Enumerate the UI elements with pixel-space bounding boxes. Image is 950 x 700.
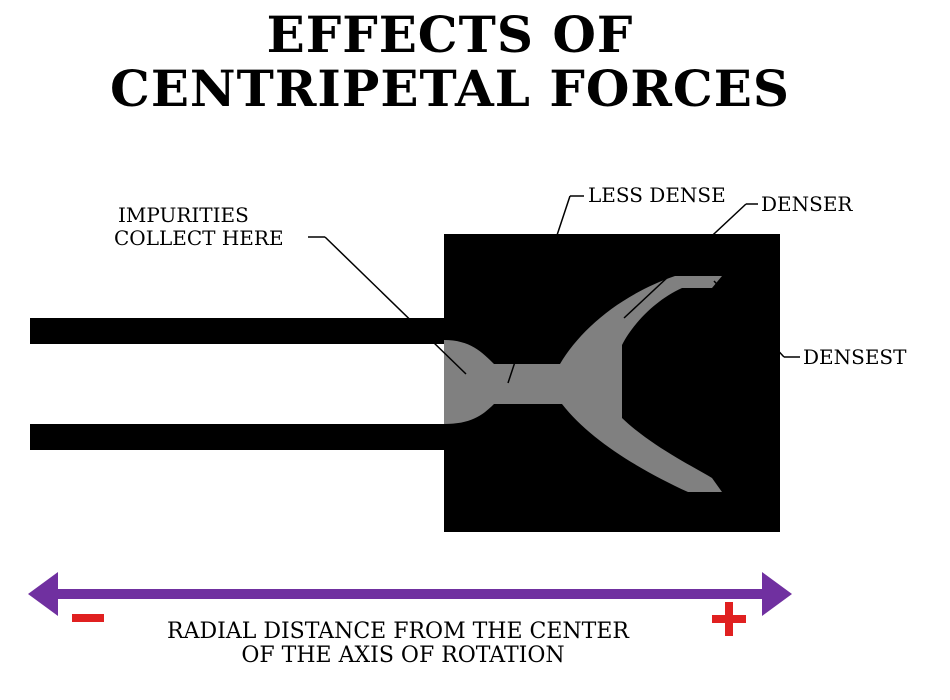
- leader-impurities-diagonal: [324, 236, 467, 375]
- title-line-1: EFFECTS OF: [266, 5, 634, 64]
- leader-denser-diagonal: [623, 203, 747, 319]
- label-denser: DENSER: [761, 192, 853, 216]
- title-line-2: CENTRIPETAL FORCES: [110, 59, 790, 118]
- tube-arm-lower: [30, 424, 450, 450]
- leader-densest-diagonal: [713, 280, 785, 358]
- plus-sign: [712, 602, 746, 636]
- axis-label-line2: OF THE AXIS OF ROTATION: [241, 643, 564, 668]
- axis-shaft: [50, 589, 770, 599]
- label-impurities-line2: COLLECT HERE: [114, 226, 284, 250]
- radial-axis-arrow: [28, 572, 792, 616]
- leader-less-dense-diagonal: [507, 195, 571, 384]
- label-impurities-line1: IMPURITIES: [118, 203, 249, 227]
- axis-arrowhead-left: [28, 572, 58, 616]
- label-less-dense: LESS DENSE: [588, 183, 726, 207]
- diagram-title: EFFECTS OF CENTRIPETAL FORCES: [0, 8, 900, 116]
- axis-arrowhead-right: [762, 572, 792, 616]
- label-densest: DENSEST: [803, 345, 907, 369]
- axis-label-line1: RADIAL DISTANCE FROM THE CENTER: [167, 619, 630, 644]
- tube-arm-upper: [30, 318, 450, 344]
- fluid-shape: [444, 276, 722, 492]
- minus-sign: [72, 614, 104, 622]
